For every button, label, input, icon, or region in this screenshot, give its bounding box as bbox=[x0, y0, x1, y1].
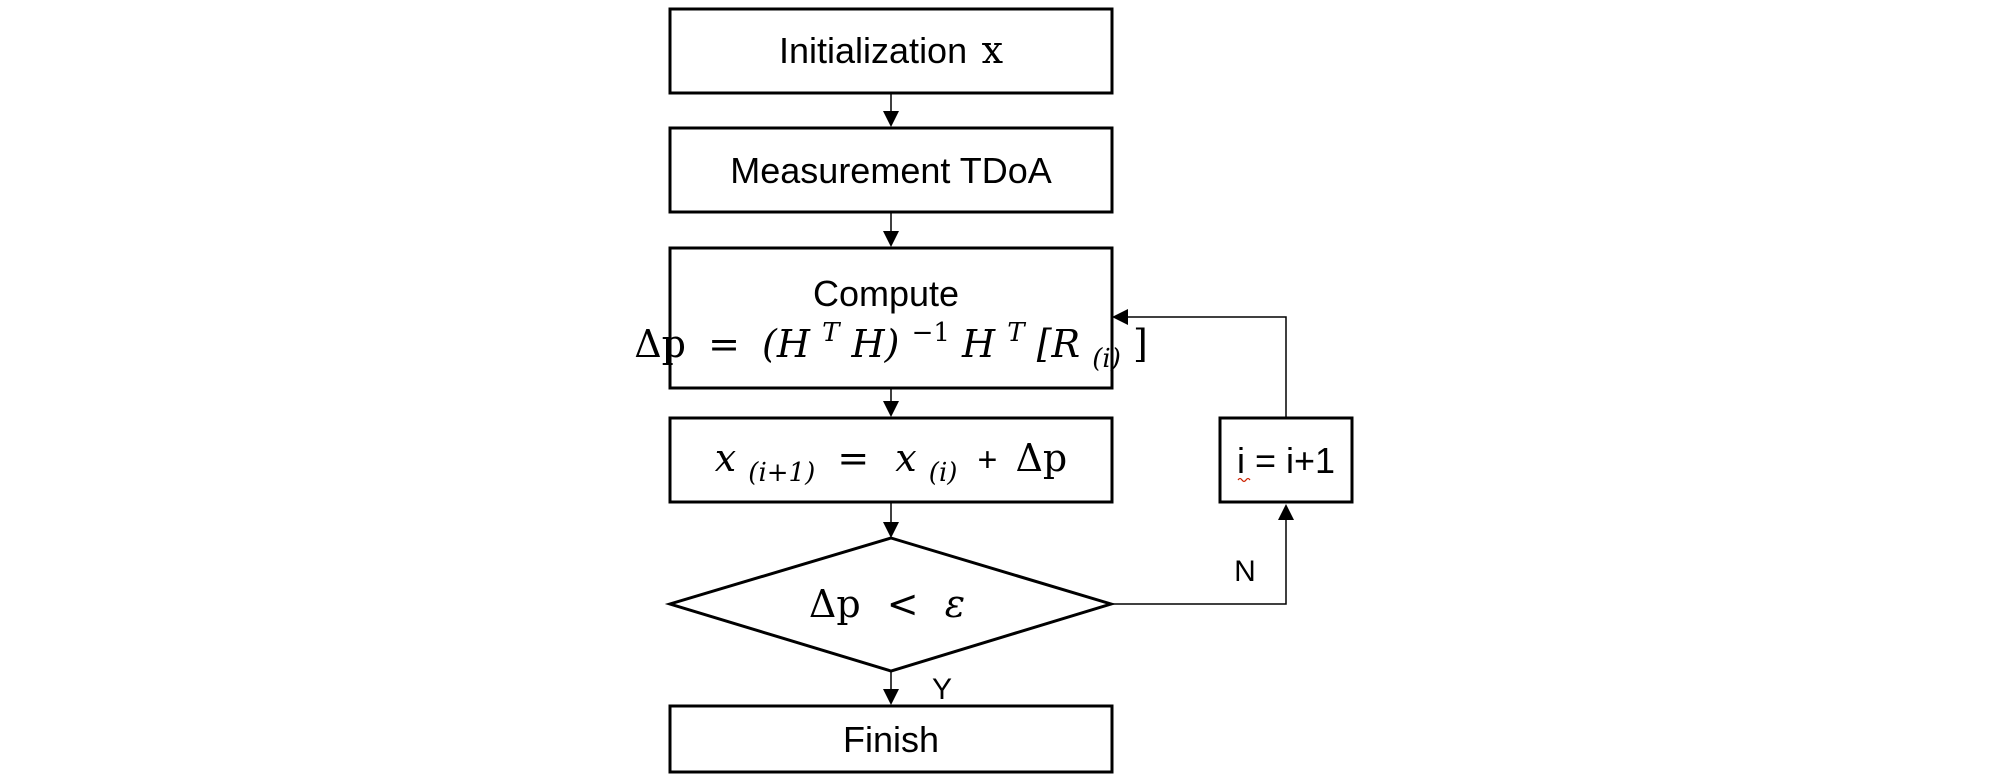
connectors bbox=[883, 93, 1294, 705]
compute-sub4: (i) bbox=[1092, 344, 1121, 374]
node-update-box bbox=[668, 416, 1114, 504]
node-measurement-label: Measurement TDoA bbox=[730, 150, 1051, 191]
node-increment-label: i = i+1 bbox=[1237, 440, 1335, 481]
arrowhead-decision-increment bbox=[1278, 504, 1294, 520]
compute-sup3: T bbox=[1007, 318, 1026, 348]
arrowhead-increment-compute bbox=[1112, 309, 1128, 325]
node-update-formula: x (i+1) = x (i) + Δp bbox=[715, 436, 1067, 490]
node-finish: Finish bbox=[668, 704, 1114, 774]
update-rhs: x bbox=[895, 436, 916, 480]
arrowhead-init-measure bbox=[883, 111, 899, 127]
arrowhead-decision-finish bbox=[883, 689, 899, 705]
node-initialization-label: Initialization bbox=[779, 30, 967, 71]
node-compute: Compute Δp = (H T H) −1 H T [R (i) ] bbox=[634, 246, 1148, 390]
compute-term3: H bbox=[961, 322, 996, 366]
node-finish-label: Finish bbox=[843, 719, 939, 760]
edge-label-yes: Y bbox=[932, 673, 952, 706]
node-decision-condition: Δp < ε bbox=[809, 582, 965, 626]
node-initialization-box bbox=[668, 7, 1114, 95]
node-update: x (i+1) = x (i) + Δp bbox=[668, 416, 1114, 504]
update-lhs-sub: (i+1) bbox=[748, 458, 815, 488]
compute-term1: (H bbox=[762, 322, 811, 366]
edge-increment-compute bbox=[1128, 316, 1287, 418]
arrowhead-update-decision bbox=[883, 522, 899, 538]
spellcheck-underline bbox=[1237, 477, 1251, 483]
node-finish-box bbox=[668, 704, 1114, 774]
compute-eq: = bbox=[708, 322, 740, 366]
node-decision-diamond bbox=[664, 536, 1117, 673]
edge-label-no: N bbox=[1234, 555, 1256, 588]
node-increment: i = i+1 bbox=[1218, 416, 1354, 504]
node-initialization: Initialization x bbox=[668, 7, 1114, 95]
node-initialization-var: x bbox=[982, 28, 1003, 72]
svg-text:Initialization x: Initialization x bbox=[779, 28, 1003, 72]
decision-rhs: ε bbox=[945, 582, 965, 626]
arrowhead-compute-update bbox=[883, 401, 899, 417]
update-plus: + bbox=[978, 441, 998, 479]
decision-lhs: Δp bbox=[809, 582, 861, 626]
update-rhs-sub: (i) bbox=[929, 458, 958, 488]
arrowhead-measure-compute bbox=[883, 231, 899, 247]
update-eq: = bbox=[837, 436, 869, 480]
compute-lhs: Δp bbox=[634, 322, 686, 366]
update-lhs: x bbox=[715, 436, 736, 480]
decision-op: < bbox=[887, 582, 919, 626]
update-delta: Δp bbox=[1015, 436, 1067, 480]
node-measurement-box bbox=[668, 126, 1114, 214]
compute-sup2: −1 bbox=[912, 318, 950, 348]
node-compute-box bbox=[668, 246, 1114, 390]
compute-sup1: T bbox=[822, 318, 841, 348]
node-measurement: Measurement TDoA bbox=[668, 126, 1114, 214]
node-decision: Δp < ε bbox=[664, 536, 1117, 673]
compute-term4: [R bbox=[1037, 322, 1080, 366]
node-compute-formula: Δp = (H T H) −1 H T [R (i) ] bbox=[634, 306, 1148, 376]
node-compute-title: Compute bbox=[813, 273, 959, 314]
node-increment-box bbox=[1218, 416, 1354, 504]
edge-decision-increment bbox=[1111, 520, 1287, 605]
compute-term5: ] bbox=[1133, 322, 1148, 366]
compute-term2: H) bbox=[851, 322, 900, 366]
